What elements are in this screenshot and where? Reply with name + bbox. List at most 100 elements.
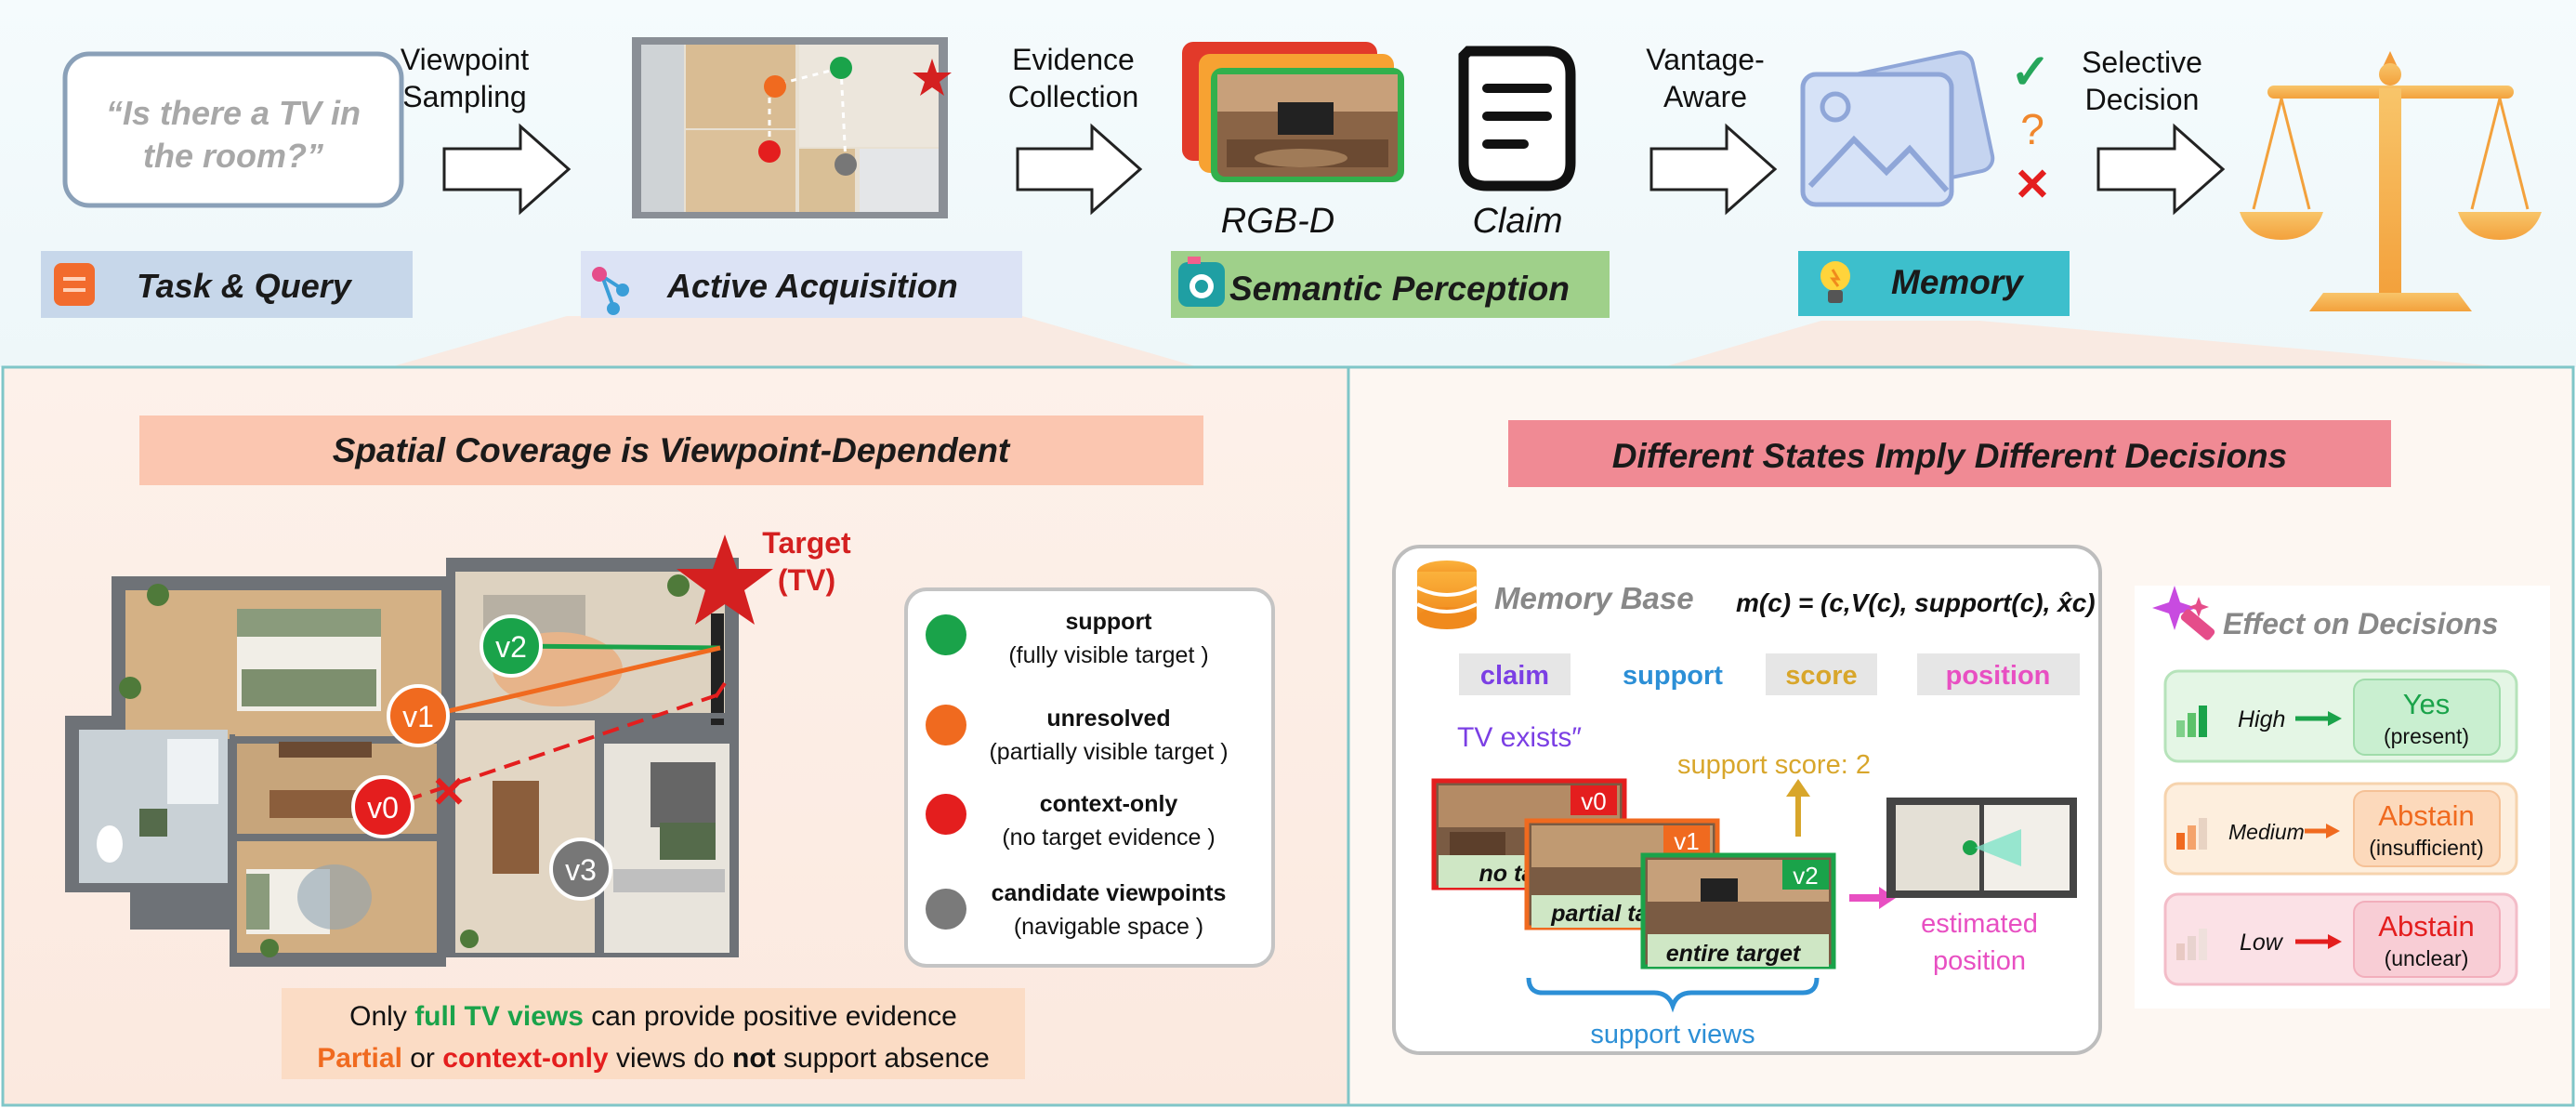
svg-text:v2: v2: [495, 630, 527, 664]
sparkle-icon: [2152, 586, 2215, 640]
calendar-icon: [54, 263, 95, 306]
svg-text:v1: v1: [1674, 827, 1699, 855]
svg-text:(no target evidence ): (no target evidence ): [1002, 824, 1215, 851]
svg-text:(insufficient): (insufficient): [2369, 836, 2484, 860]
decision-high: High Yes (present): [2163, 669, 2518, 763]
viewpoint-v0: v0: [351, 775, 414, 838]
memory-formula: m(c) = (c,V(c), support(c), x̂c): [1736, 588, 2096, 617]
estimated-position-label-2: position: [1933, 946, 2026, 976]
support-score-label: support score: 2: [1677, 750, 1871, 780]
stage-active-acquisition-label: Active Acquisition: [666, 267, 958, 305]
stage-active-acquisition: [581, 251, 1022, 318]
acquisition-fan: [390, 316, 1199, 367]
svg-text:(unclear): (unclear): [2385, 946, 2469, 970]
stage-semantic-perception-label: Semantic Perception: [1229, 270, 1570, 308]
blocked-cross-icon: ✕: [431, 768, 467, 816]
vantage-aware-label-2: Aware: [1663, 80, 1747, 113]
camera-icon: [1178, 257, 1225, 307]
legend-context-only: context-only (no target evidence ): [926, 791, 1216, 851]
query-text-line1: “Is there a TV in: [106, 94, 361, 132]
tv-object: [711, 613, 724, 725]
flow-arrow-2: [1016, 123, 1143, 216]
effect-title: Effect on Decisions: [2223, 607, 2498, 640]
stage-task-query: [41, 251, 413, 318]
question-icon: ?: [2020, 105, 2044, 153]
stage-semantic-perception: [1171, 251, 1610, 318]
share-icon: [592, 267, 629, 315]
legend-support: support (fully visible target ): [926, 609, 1209, 668]
svg-text:support: support: [1065, 609, 1152, 635]
view-thumbnail-v2: v2 entire target: [1640, 852, 1836, 970]
target-label-1: Target: [762, 526, 851, 560]
viewpoint-legend: [904, 587, 1275, 968]
cross-icon: ✕: [2014, 161, 2051, 210]
support-views-brace: [1526, 977, 1820, 1013]
svg-text:unresolved: unresolved: [1046, 706, 1170, 732]
claim-label: Claim: [1472, 202, 1562, 241]
svg-text:(navigable space ): (navigable space ): [1014, 914, 1203, 940]
field-support: support: [1623, 661, 1723, 691]
evidence-note-line2: Partial or context-only views do not sup…: [317, 1043, 990, 1074]
query-box: [62, 51, 404, 208]
tv-exists-claim: TV exists″: [1457, 722, 1582, 753]
svg-text:(fully visible target ): (fully visible target ): [1008, 642, 1208, 668]
claim-document-icon: [1458, 46, 1576, 191]
evidence-collection-label-2: Collection: [1008, 80, 1139, 113]
memory-fan: [1663, 321, 2509, 367]
field-score-box: [1766, 653, 1877, 695]
viewpoint-v1: v1: [387, 684, 450, 747]
target-star-icon: [913, 59, 952, 96]
svg-text:Low: Low: [2240, 930, 2284, 956]
decision-low: Low Abstain (unclear): [2163, 892, 2518, 986]
evidence-note-line1: Only full TV views can provide positive …: [349, 1001, 957, 1032]
decision-medium: Medium Abstain (insufficient): [2163, 782, 2518, 876]
estimated-position-label-1: estimated: [1921, 909, 2038, 939]
viewpoint-v2: v2: [480, 614, 543, 678]
query-text-line2: the room?”: [143, 137, 323, 175]
svg-text:Medium: Medium: [2228, 820, 2305, 844]
memory-base-label: Memory Base: [1494, 581, 1694, 615]
svg-text:High: High: [2238, 706, 2285, 732]
left-panel-title: Spatial Coverage is Viewpoint-Dependent: [333, 431, 1011, 469]
svg-text:(partially visible target ): (partially visible target ): [989, 739, 1228, 765]
legend-candidate: candidate viewpoints (navigable space ): [926, 880, 1226, 940]
rgbd-image-stack: [1182, 42, 1404, 182]
stage-memory-label: Memory: [1891, 263, 2025, 301]
svg-text:v0: v0: [1581, 787, 1606, 815]
field-claim: claim: [1480, 661, 1549, 691]
image-stack-icon: [1800, 50, 1995, 207]
field-position: position: [1946, 661, 2051, 691]
field-score: score: [1785, 661, 1857, 691]
selective-decision-label-1: Selective: [2082, 46, 2202, 79]
evidence-collection-label-1: Evidence: [1012, 43, 1135, 76]
support-views-label: support views: [1590, 1020, 1755, 1049]
svg-text:Yes: Yes: [2403, 688, 2451, 720]
svg-text:Abstain: Abstain: [2378, 910, 2474, 943]
selective-decision-label-2: Decision: [2085, 83, 2200, 116]
lightbulb-icon: [1820, 261, 1850, 303]
target-label-2: (TV): [778, 563, 835, 597]
context-only-ray: [380, 691, 726, 811]
evidence-note-box: [282, 988, 1025, 1079]
balance-scale-icon: [2240, 51, 2542, 311]
mini-floorplan: [632, 37, 952, 218]
viewpoint-sampling-label-1: Viewpoint: [401, 43, 529, 76]
svg-text:v1: v1: [402, 700, 434, 733]
right-panel-title: Different States Imply Different Decisio…: [1612, 437, 2288, 475]
field-position-box: [1917, 653, 2080, 695]
flow-arrow-1: [442, 123, 572, 216]
svg-text:(present): (present): [2384, 724, 2469, 748]
svg-text:candidate viewpoints: candidate viewpoints: [992, 880, 1227, 906]
target-star-icon-large: [677, 534, 773, 625]
rgbd-label: RGB-D: [1221, 202, 1334, 241]
floorplan-map: [65, 558, 739, 967]
field-claim-box: [1459, 653, 1571, 695]
support-ray: [508, 643, 721, 651]
database-icon: [1416, 561, 1478, 629]
svg-text:v2: v2: [1793, 862, 1818, 890]
flow-arrow-4: [2096, 123, 2226, 216]
viewpoint-sampling-label-2: Sampling: [402, 80, 526, 113]
legend-unresolved: unresolved (partially visible target ): [926, 705, 1229, 765]
estimated-position-map: [1886, 798, 2077, 898]
unresolved-ray: [415, 645, 721, 721]
